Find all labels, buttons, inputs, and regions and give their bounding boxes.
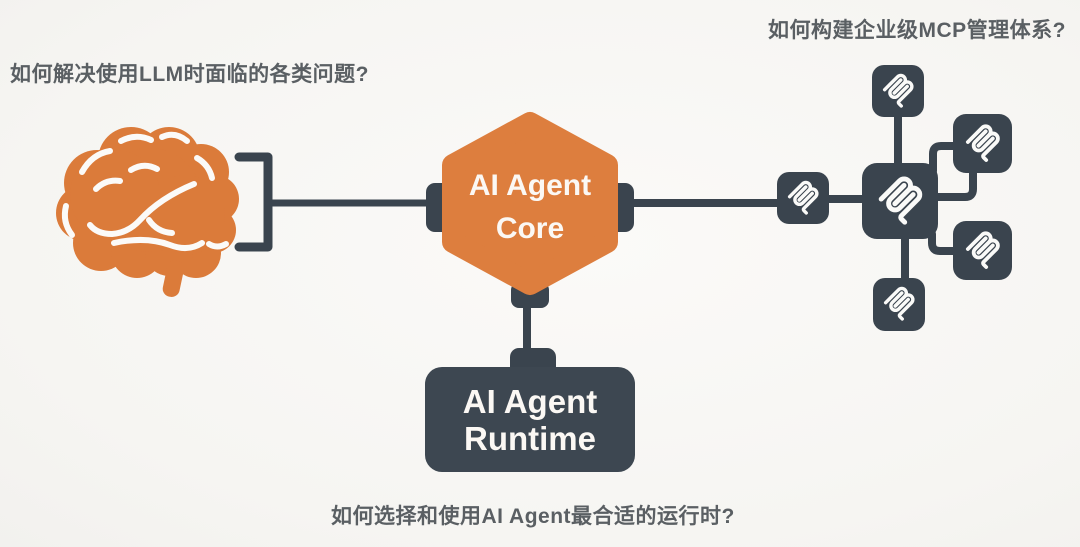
core-label-line2: Core — [495, 212, 565, 245]
mcp-server-node-top — [872, 65, 924, 117]
brain-sulci — [61, 131, 229, 251]
question-runtime: 如何选择和使用AI Agent最合适的运行时? — [331, 505, 735, 528]
brain-bracket — [234, 152, 273, 252]
runtime-label-line1: AI Agent — [462, 382, 598, 420]
mcp-server-node-bottomright — [953, 221, 1012, 280]
hub-to-bottomright-elbow — [928, 230, 960, 255]
mcp-server-node-topright — [953, 114, 1012, 173]
mcp-server-node-bottom — [873, 278, 925, 331]
brain-icon — [56, 127, 239, 297]
hub-to-topright-elbow-b — [931, 166, 977, 201]
mcp-hub-node — [862, 163, 938, 239]
question-mcp: 如何构建企业级MCP管理体系? — [768, 19, 1066, 42]
question-llm: 如何解决使用LLM时面临的各类问题? — [10, 63, 369, 86]
ai-agent-runtime-box: AI Agent Runtime — [425, 367, 635, 472]
ai-agent-core-label: AI Agent Core — [430, 164, 630, 250]
hub-to-topright-elbow-a — [929, 142, 960, 175]
core-label-line1: AI Agent — [468, 169, 592, 202]
mcp-gateway-node — [777, 172, 829, 224]
mcp-network — [777, 65, 1012, 331]
ai-agent-core-hexagon — [442, 112, 618, 295]
runtime-label-line2: Runtime — [464, 419, 596, 457]
